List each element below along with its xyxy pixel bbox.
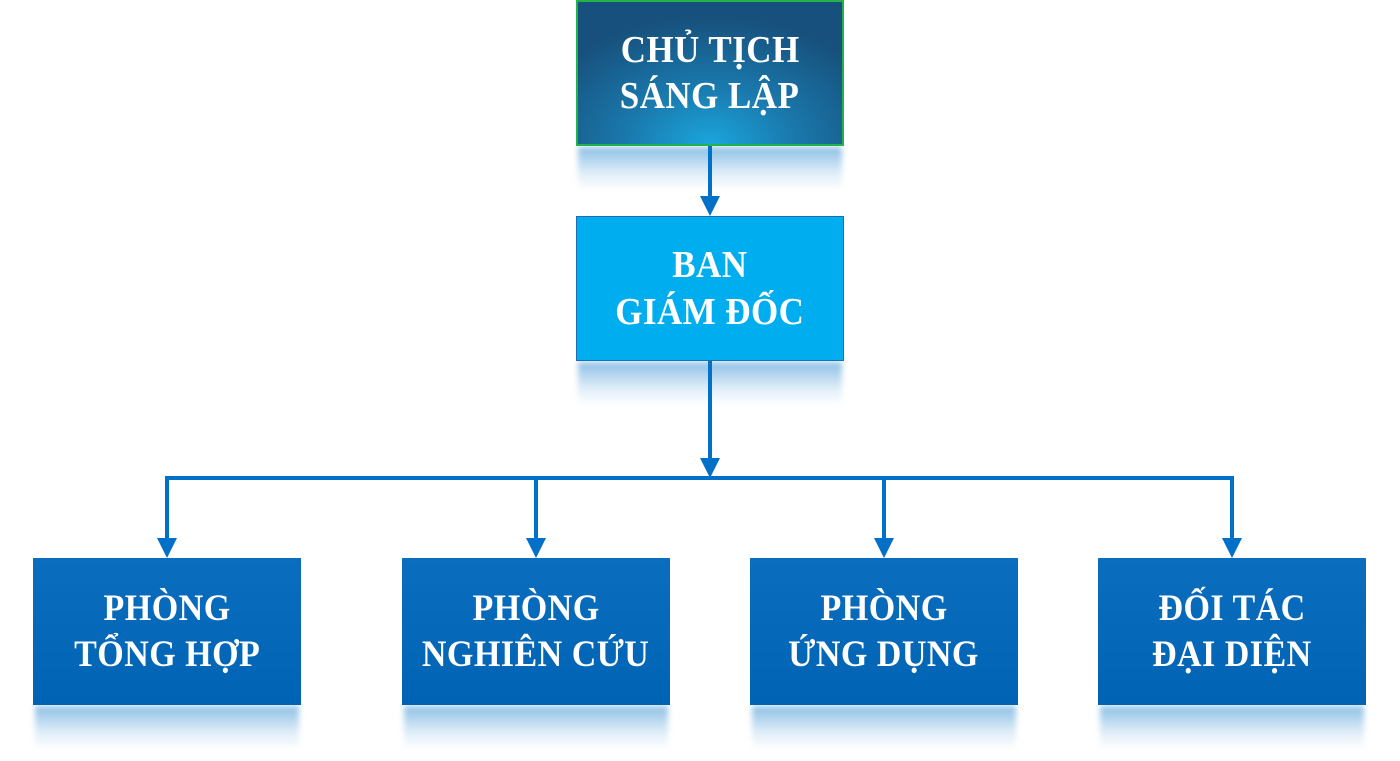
box-label-line: CHỦ TỊCH <box>620 28 800 71</box>
box-label-line: TỔNG HỢP <box>73 633 261 675</box>
dept-reflection <box>404 706 668 750</box>
box-label-line: ỨNG DỤNG <box>788 633 980 675</box>
arrow-head-icon <box>700 458 720 478</box>
dept-box-applications: PHÒNG ỨNG DỤNG <box>750 558 1018 705</box>
arrow-head-icon <box>526 538 546 558</box>
box-label-line: BAN <box>672 244 748 287</box>
arrow-head-icon <box>157 538 177 558</box>
dept-box-general-affairs: PHÒNG TỔNG HỢP <box>33 558 301 705</box>
dept-box-research: PHÒNG NGHIÊN CỨU <box>402 558 670 705</box>
board-of-directors-box: BAN GIÁM ĐỐC <box>576 216 844 361</box>
box-label-line: ĐỐI TÁC <box>1158 588 1306 630</box>
arrow-head-icon <box>700 196 720 216</box>
founder-chairman-box: CHỦ TỊCH SÁNG LẬP <box>576 0 844 146</box>
box-label-line: ĐẠI DIỆN <box>1152 633 1312 675</box>
dept-box-partners: ĐỐI TÁC ĐẠI DIỆN <box>1098 558 1366 705</box>
dept-reflection <box>1100 706 1364 750</box>
box-label-line: PHÒNG <box>820 588 948 630</box>
arrow-head-icon <box>874 538 894 558</box>
box-label-line: PHÒNG <box>472 588 600 630</box>
arrow-head-icon <box>1222 538 1242 558</box>
box-label-line: NGHIÊN CỨU <box>422 633 650 675</box>
box-label-line: PHÒNG <box>103 588 231 630</box>
dept-reflection <box>752 706 1016 750</box>
box-label-line: GIÁM ĐỐC <box>615 290 805 333</box>
dept-reflection <box>35 706 299 750</box>
box-label-line: SÁNG LẬP <box>620 75 800 117</box>
